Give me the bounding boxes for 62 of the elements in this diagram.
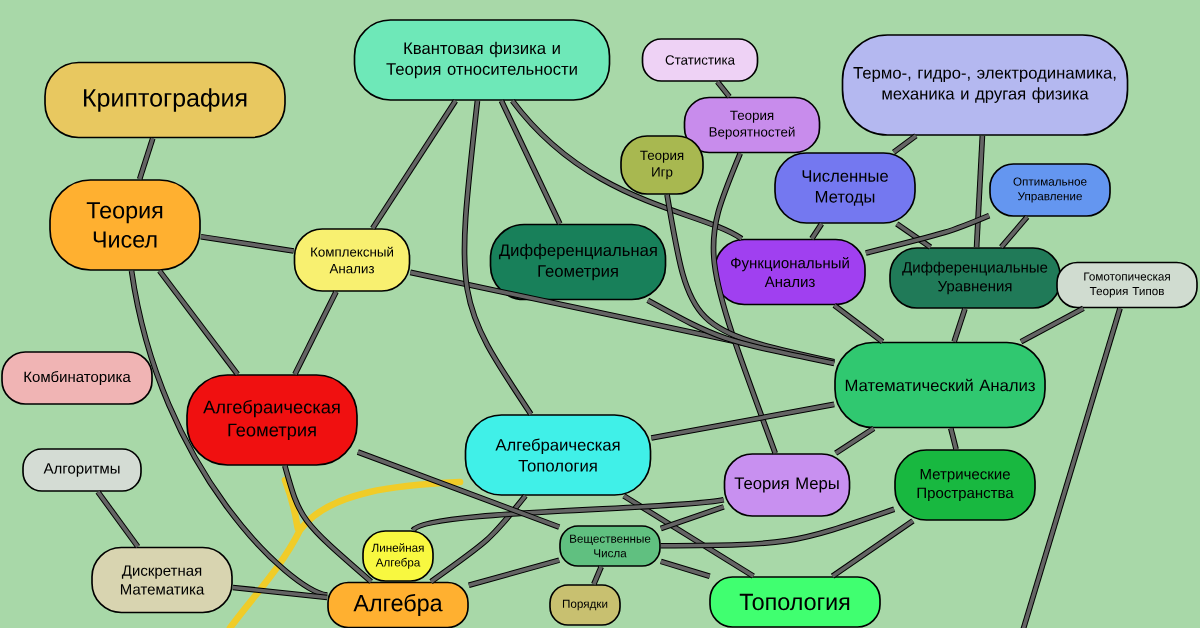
connector-line — [832, 303, 885, 344]
connector-line — [830, 518, 915, 579]
topic-bubble: Дискретная Математика — [91, 546, 233, 614]
connector-line — [157, 269, 240, 376]
connector-line — [973, 135, 986, 248]
topic-bubble: Математический Анализ — [834, 341, 1046, 429]
connector-line — [892, 133, 918, 155]
topic-bubble: Оптимальное Управление — [989, 163, 1111, 217]
connector-line — [659, 504, 725, 532]
topic-bubble: Численные Методы — [774, 152, 916, 224]
topic-bubble: Вещественные Числа — [559, 525, 661, 567]
connector-line — [356, 449, 561, 530]
connector-line — [715, 80, 732, 99]
topic-bubble: Порядки — [549, 584, 621, 626]
connector-line — [370, 99, 458, 230]
connector-line — [650, 401, 835, 441]
topic-bubble: Дифференциальные Уравнения — [889, 247, 1061, 309]
topic-bubble: Дифференциальная Геометрия — [489, 223, 667, 301]
connector-line — [999, 215, 1030, 249]
connector-line — [865, 212, 991, 256]
connector-line — [660, 506, 896, 549]
connector-line — [1019, 305, 1085, 345]
connector-line — [95, 490, 141, 549]
connector-line — [200, 233, 295, 254]
connector-line — [895, 221, 933, 250]
connector-line — [128, 270, 329, 598]
connector-line — [429, 494, 528, 584]
connector-line — [292, 290, 339, 376]
topic-bubble: Алгебраическая Геометрия — [186, 374, 358, 466]
topic-bubble: Теория Вероятностей — [683, 96, 821, 154]
connector-line — [948, 427, 959, 450]
topic-bubble: Криптография — [44, 61, 286, 139]
connector-line — [646, 297, 835, 367]
topic-bubble: Комплексный Анализ — [293, 228, 411, 292]
topic-bubble: Теория Чисел — [49, 179, 201, 271]
topic-bubble: Функциональный Анализ — [714, 238, 866, 306]
connector-line — [461, 100, 534, 416]
topic-bubble: Статистика — [641, 38, 759, 82]
connector-line — [232, 584, 328, 601]
connector-line — [498, 99, 563, 225]
topic-bubble: Теория Меры — [723, 453, 851, 517]
connector-line — [834, 425, 876, 456]
connector-line — [411, 497, 725, 533]
connector-line — [951, 307, 968, 343]
topic-bubble: Алгебраическая Топология — [464, 414, 652, 496]
topic-bubble: Метрические Пространства — [894, 449, 1036, 521]
connector-line — [622, 493, 755, 579]
topic-bubble: Термо-, гидро-, электродинамика, механика и другая физика — [841, 34, 1129, 136]
topic-bubble: Алгебра — [327, 581, 469, 628]
connector-line — [710, 152, 778, 455]
topic-bubble: Комбинаторика — [1, 351, 153, 405]
connector-line — [510, 99, 744, 242]
connector-line — [282, 465, 373, 584]
topic-bubble: Гомотопическая Теория Типов — [1056, 261, 1198, 309]
connector-line — [136, 137, 156, 181]
topic-bubble: Алгоритмы — [22, 448, 142, 492]
connector-line — [468, 557, 560, 589]
connector-line — [591, 565, 604, 586]
connector-line — [660, 558, 711, 579]
connector-line — [809, 222, 824, 241]
topic-bubble: Квантовая физика и Теория относительности — [353, 19, 611, 101]
topic-bubble: Топология — [709, 576, 881, 628]
